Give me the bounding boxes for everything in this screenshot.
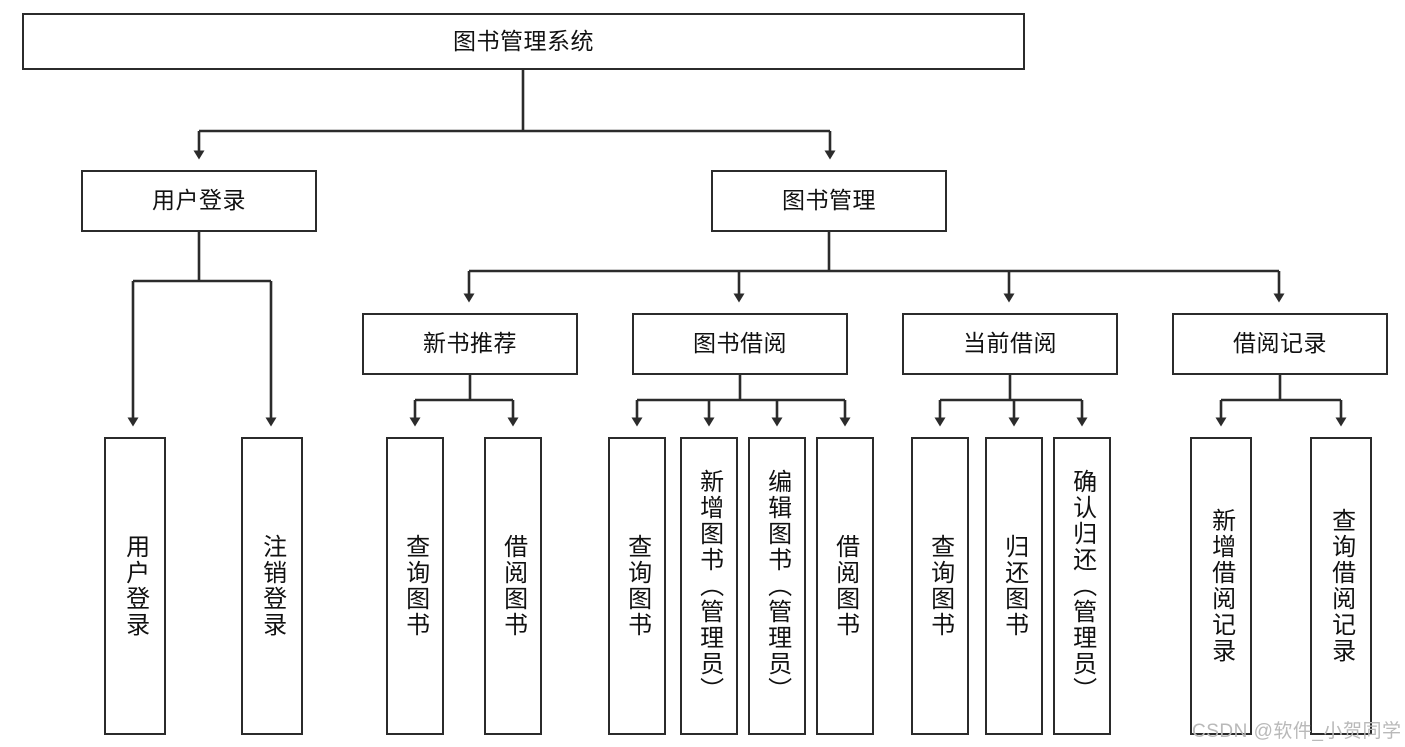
- node-leaf-confirm-return-admin[interactable]: 确认归还（管理员）: [1053, 437, 1111, 735]
- node-book-borrow-label: 图书借阅: [693, 330, 787, 357]
- node-leaf-add-book-admin[interactable]: 新增图书（管理员）: [680, 437, 738, 735]
- node-current-borrow-label: 当前借阅: [963, 330, 1057, 357]
- node-leaf-add-borrow-record[interactable]: 新增借阅记录: [1190, 437, 1252, 735]
- node-leaf-query-book-2-label: 查询图书: [623, 534, 651, 638]
- node-leaf-query-borrow-record[interactable]: 查询借阅记录: [1310, 437, 1372, 735]
- node-borrow-record-label: 借阅记录: [1233, 330, 1327, 357]
- node-leaf-query-book-2[interactable]: 查询图书: [608, 437, 666, 735]
- node-leaf-user-logout-label: 注销登录: [258, 534, 286, 638]
- node-leaf-borrow-book-2-label: 借阅图书: [831, 534, 859, 638]
- node-leaf-confirm-return-admin-label: 确认归还（管理员）: [1068, 469, 1096, 703]
- node-leaf-user-login-label: 用户登录: [121, 534, 149, 638]
- node-leaf-return-book[interactable]: 归还图书: [985, 437, 1043, 735]
- node-leaf-query-book-1-label: 查询图书: [401, 534, 429, 638]
- watermark-text: CSDN @软件_小贺同学: [1192, 721, 1402, 742]
- node-leaf-query-borrow-record-label: 查询借阅记录: [1327, 508, 1355, 664]
- node-leaf-borrow-book-1-label: 借阅图书: [499, 534, 527, 638]
- node-new-book-rec[interactable]: 新书推荐: [362, 313, 578, 375]
- node-leaf-return-book-label: 归还图书: [1000, 534, 1028, 638]
- node-leaf-edit-book-admin-label: 编辑图书（管理员）: [763, 469, 791, 703]
- node-book-borrow[interactable]: 图书借阅: [632, 313, 848, 375]
- node-leaf-add-borrow-record-label: 新增借阅记录: [1207, 508, 1235, 664]
- node-book-manage-label: 图书管理: [782, 187, 876, 214]
- node-borrow-record[interactable]: 借阅记录: [1172, 313, 1388, 375]
- node-leaf-edit-book-admin[interactable]: 编辑图书（管理员）: [748, 437, 806, 735]
- node-book-manage[interactable]: 图书管理: [711, 170, 947, 232]
- node-leaf-borrow-book-1[interactable]: 借阅图书: [484, 437, 542, 735]
- node-leaf-query-book-3[interactable]: 查询图书: [911, 437, 969, 735]
- node-root[interactable]: 图书管理系统: [22, 13, 1025, 70]
- node-leaf-add-book-admin-label: 新增图书（管理员）: [695, 469, 723, 703]
- node-leaf-query-book-1[interactable]: 查询图书: [386, 437, 444, 735]
- node-leaf-borrow-book-2[interactable]: 借阅图书: [816, 437, 874, 735]
- node-current-borrow[interactable]: 当前借阅: [902, 313, 1118, 375]
- node-leaf-user-login[interactable]: 用户登录: [104, 437, 166, 735]
- node-user-login-label: 用户登录: [152, 187, 246, 214]
- node-new-book-rec-label: 新书推荐: [423, 330, 517, 357]
- node-user-login[interactable]: 用户登录: [81, 170, 317, 232]
- node-leaf-query-book-3-label: 查询图书: [926, 534, 954, 638]
- node-leaf-user-logout[interactable]: 注销登录: [241, 437, 303, 735]
- node-root-label: 图书管理系统: [453, 27, 594, 54]
